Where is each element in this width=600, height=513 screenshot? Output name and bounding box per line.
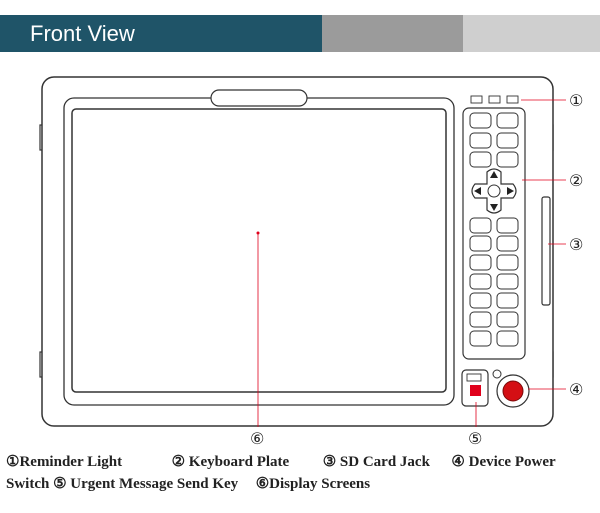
arrow-right-icon <box>507 187 514 195</box>
keypad-key-20 <box>496 330 519 347</box>
keypad-key-11 <box>469 254 492 271</box>
reminder-lights <box>470 95 519 104</box>
keypad-key-8 <box>496 217 519 234</box>
keypad-key-14 <box>496 273 519 290</box>
keypad-key-2 <box>496 112 519 129</box>
top-handle <box>210 89 308 107</box>
keypad-key-10 <box>496 235 519 252</box>
callout-4: ④ <box>569 380 583 399</box>
keypad-key-12 <box>496 254 519 271</box>
callout-6: ⑥ <box>250 429 264 448</box>
legend-item-keyboard-plate: ② Keyboard Plate <box>171 454 290 470</box>
legend-item-device-power: ④ Device Power <box>451 454 556 470</box>
urgent-message-key <box>470 385 481 396</box>
urgent-indicator <box>492 369 502 379</box>
legend: ①Reminder Light ② Keyboard Plate ③ SD Ca… <box>6 451 600 495</box>
dpad <box>471 168 517 214</box>
arrow-left-icon <box>474 187 481 195</box>
callout-3: ③ <box>569 235 583 254</box>
keypad-key-9 <box>469 235 492 252</box>
header-band-dark <box>0 15 322 52</box>
callout-5: ⑤ <box>468 429 482 448</box>
leader-6-dot <box>256 231 260 235</box>
menu-key <box>487 184 501 198</box>
page-title: Front View <box>30 21 135 46</box>
keypad-key-15 <box>469 292 492 309</box>
callout-2: ② <box>569 171 583 190</box>
urgent-key-latch <box>466 373 482 382</box>
keypad-key-3 <box>469 132 492 149</box>
indicator-light-1 <box>470 95 483 104</box>
callout-1: ① <box>569 91 583 110</box>
arrow-down-icon <box>490 204 498 211</box>
keypad-key-7 <box>469 217 492 234</box>
legend-item-reminder-light: ①Reminder Light <box>6 454 123 470</box>
arrow-up-icon <box>490 171 498 178</box>
header-band-mid <box>322 15 463 52</box>
device-front-diagram: ① ② ③ ④ ⑤ ⑥ <box>39 76 583 448</box>
keypad-key-17 <box>469 311 492 328</box>
keypad-key-4 <box>496 132 519 149</box>
indicator-light-3 <box>506 95 519 104</box>
legend-item-display-screens: ⑥Display Screens <box>255 476 371 492</box>
display-screen <box>71 108 447 393</box>
keypad-key-16 <box>496 292 519 309</box>
keypad-key-18 <box>496 311 519 328</box>
leader-lines <box>257 99 566 427</box>
header-band-light <box>463 15 600 52</box>
keypad-key-19 <box>469 330 492 347</box>
sd-card-slot <box>541 196 551 306</box>
keypad-key-5 <box>469 151 492 168</box>
keypad-key-6 <box>496 151 519 168</box>
keypad-key-13 <box>469 273 492 290</box>
legend-item-device-power-switch: Switch <box>6 476 50 492</box>
legend-item-urgent-key: ⑤ Urgent Message Send Key <box>53 476 239 492</box>
header-banner: Front View <box>0 15 600 52</box>
keypad-key-1 <box>469 112 492 129</box>
power-switch-button <box>502 380 524 402</box>
legend-item-sd-card-jack: ③ SD Card Jack <box>322 454 430 470</box>
indicator-light-2 <box>488 95 501 104</box>
keypad-keys <box>469 112 519 347</box>
